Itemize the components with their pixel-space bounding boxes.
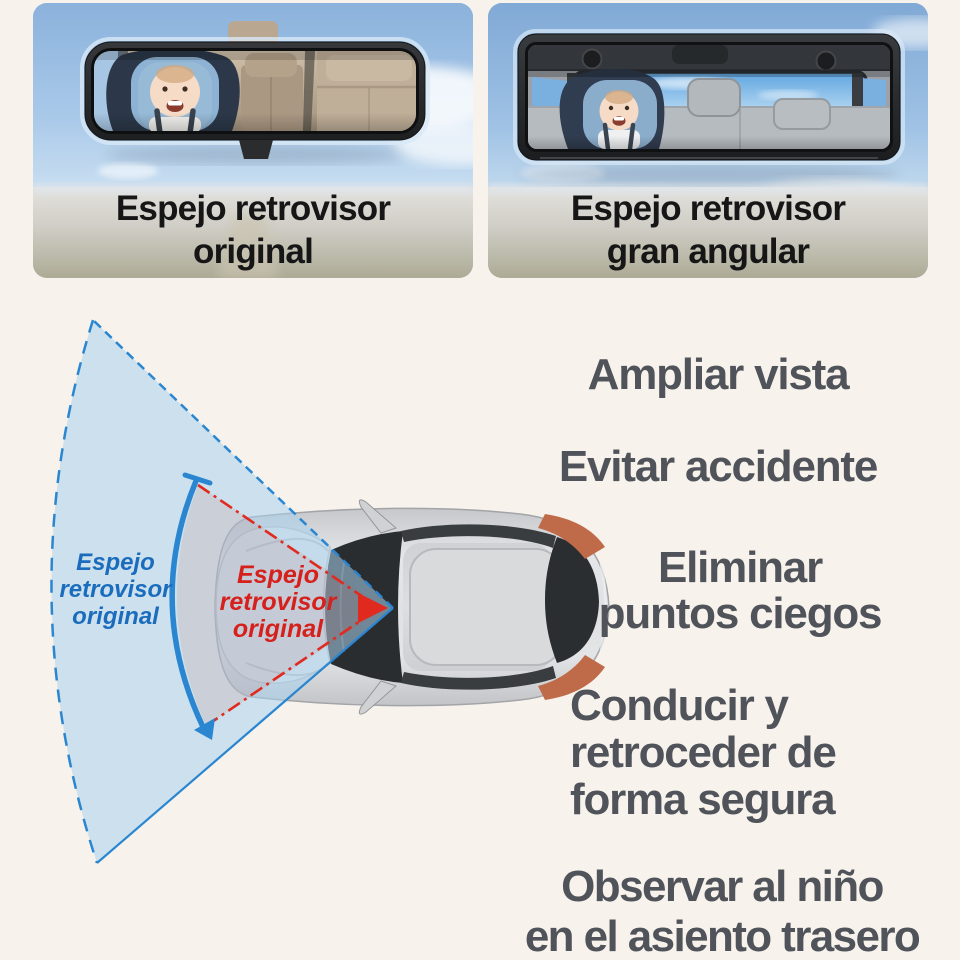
benefit-observar-nino: Observar al niño en el asiento trasero (524, 862, 921, 960)
original-mirror-caption: Espejo retrovisor original (115, 189, 391, 271)
wide-cone-label: Espejo retrovisor original (59, 549, 172, 630)
wide-cone-border (50, 319, 394, 864)
mount-knob-right (815, 50, 837, 72)
car-side-mirror-top (358, 499, 397, 534)
car-side-window-top (401, 524, 556, 548)
center-headrest (687, 78, 741, 117)
ground-band (488, 187, 928, 278)
benefit-conducir-seguro: Conducir y retroceder de forma segura (570, 681, 837, 824)
narrow-cone-arrowhead (358, 593, 388, 623)
wide-angle-mirror-caption: Espejo retrovisor gran angular (570, 189, 846, 271)
car-side-window-bottom (401, 666, 556, 690)
wide-angle-mirror-photo (488, 3, 928, 278)
car-rear-window (545, 537, 599, 663)
wide-cone-fill (51, 320, 393, 863)
side-headrest (773, 98, 831, 130)
wide-angle-mirror-panel: Espejo retrovisor gran angular (488, 3, 928, 278)
right-corner-window (860, 78, 886, 113)
car-tail-light-bottom (538, 655, 605, 700)
narrow-cone-label: Espejo retrovisor original (219, 561, 337, 643)
mirror-stem (239, 140, 273, 159)
original-mirror-photo (33, 3, 473, 278)
narrow-cone-border (197, 483, 388, 728)
car-side-mirror-bottom (358, 680, 397, 715)
benefit-eliminar-puntos-ciegos: Eliminar puntos ciegos (598, 543, 883, 638)
mount-knob-left (581, 48, 603, 70)
benefit-ampliar-vista: Ampliar vista (587, 350, 850, 399)
narrow-cone-fill (176, 485, 385, 726)
angle-arc-arrow (169, 472, 215, 740)
benefit-evitar-accidente: Evitar accidente (558, 442, 879, 491)
mirror-reflection (528, 45, 890, 149)
car-tail-light-top (538, 514, 605, 559)
mirror-reflection (94, 51, 416, 131)
original-mirror-panel: Espejo retrovisor original (33, 3, 473, 278)
